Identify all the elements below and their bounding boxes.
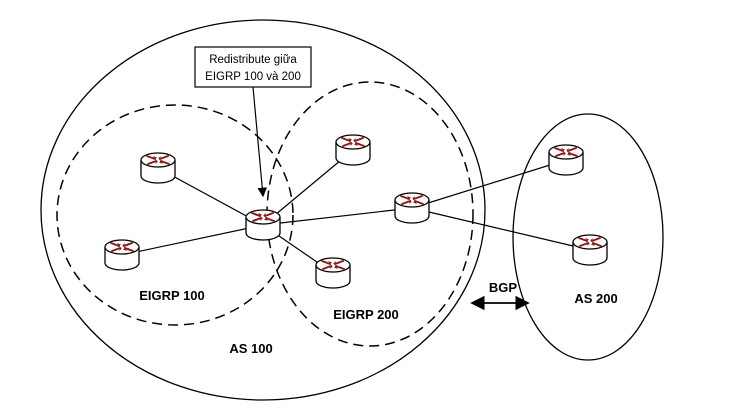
link-r6-r7 xyxy=(411,159,567,209)
router-icon xyxy=(394,192,430,224)
bgp-label: BGP xyxy=(489,280,518,295)
router-icon xyxy=(548,144,584,176)
router-icon xyxy=(335,134,371,166)
link-r6-r8 xyxy=(411,207,591,251)
eigrp200-label: EIGRP 200 xyxy=(333,307,399,322)
callout-line-1: Redistribute giữa xyxy=(209,54,297,66)
connections xyxy=(121,149,591,274)
as100-boundary xyxy=(40,19,486,401)
eigrp100-label: EIGRP 100 xyxy=(139,288,205,303)
link-r1-r2 xyxy=(157,167,264,226)
as200-label: AS 200 xyxy=(574,291,617,306)
callout-line-2: EIGRP 100 và 200 xyxy=(205,71,301,83)
router-icon xyxy=(315,257,351,289)
router-icon xyxy=(140,152,176,184)
router-icon xyxy=(104,239,140,271)
as100-label: AS 100 xyxy=(229,341,272,356)
router-icon xyxy=(245,209,281,241)
link-r2-r4 xyxy=(262,149,354,226)
eigrp100-boundary xyxy=(56,104,294,326)
link-r2-r6 xyxy=(262,207,413,226)
link-r2-r3 xyxy=(121,224,264,256)
router-icon xyxy=(572,234,608,266)
callout-arrow xyxy=(252,86,268,198)
as200-boundary xyxy=(512,113,664,361)
redistribute-callout: Redistribute giữa EIGRP 100 và 200 xyxy=(194,46,312,198)
